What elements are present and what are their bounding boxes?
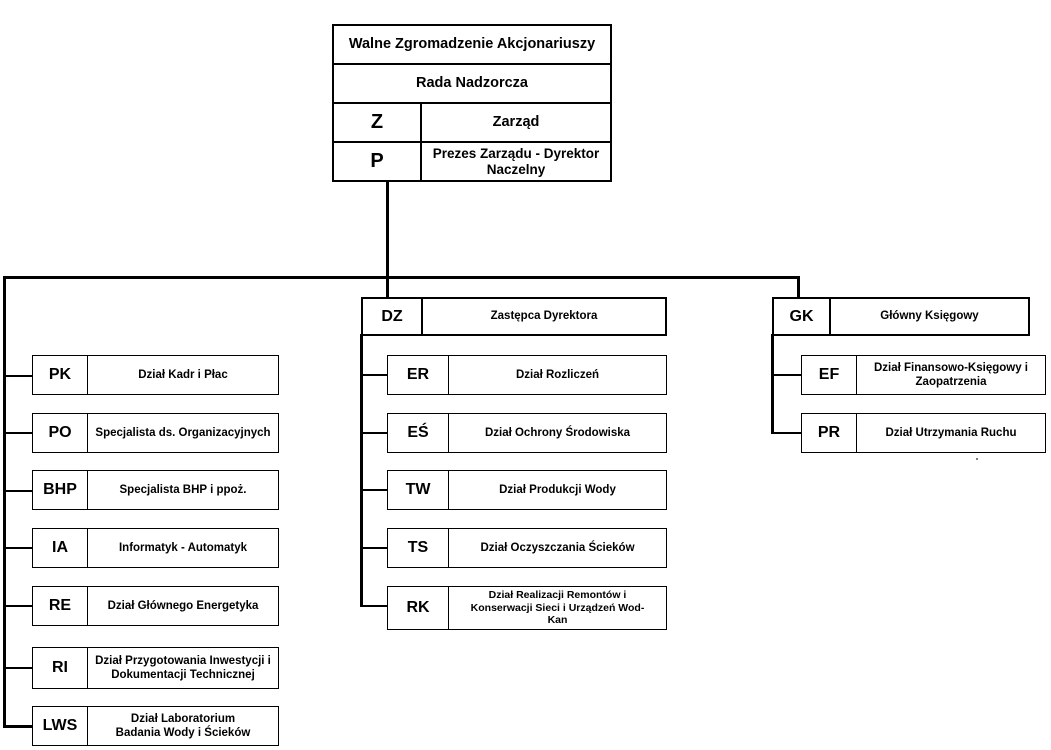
unit-bhp-code-box: BHP xyxy=(32,470,88,510)
unit-po-name-box: Specjalista ds. Organizacyjnych xyxy=(87,413,279,453)
unit-ri-code: RI xyxy=(52,659,68,676)
unit-po-code: PO xyxy=(48,424,72,441)
president-name: Prezes Zarządu - Dyrektor Naczelny xyxy=(432,145,600,177)
branch-gk-pr xyxy=(771,432,801,434)
general-assembly-label: Walne Zgromadzenie Akcjonariuszy xyxy=(348,36,596,53)
connector-gk-vertical xyxy=(771,334,774,434)
unit-re-code-box: RE xyxy=(32,586,88,626)
branch-left-bhp xyxy=(3,490,32,492)
unit-er-code-box: ER xyxy=(387,355,449,395)
unit-pk-name: Dział Kadr i Płac xyxy=(138,368,228,381)
chief-accountant-name: Główny Księgowy xyxy=(880,310,979,323)
unit-es-name-box: Dział Ochrony Środowiska xyxy=(448,413,667,453)
branch-left-ia xyxy=(3,547,32,549)
unit-ef-name-box: Dział Finansowo-Księgowy i Zaopatrzenia xyxy=(856,355,1046,395)
unit-tw-code-box: TW xyxy=(387,470,449,510)
unit-rk-code-box: RK xyxy=(387,586,449,630)
unit-rk-code: RK xyxy=(406,599,430,616)
unit-ia-name-box: Informatyk - Automatyk xyxy=(87,528,279,568)
unit-ts-code-box: TS xyxy=(387,528,449,568)
connector-gk-drop xyxy=(797,276,800,298)
unit-pr-name-box: Dział Utrzymania Ruchu xyxy=(856,413,1046,453)
unit-tw-name-box: Dział Produkcji Wody xyxy=(448,470,667,510)
unit-pk-name-box: Dział Kadr i Płac xyxy=(87,355,279,395)
branch-dz-rk xyxy=(360,605,387,607)
branch-left-po xyxy=(3,432,32,434)
unit-pk-code: PK xyxy=(48,366,72,383)
chief-accountant-name-box: Główny Księgowy xyxy=(829,297,1030,336)
board-name: Zarząd xyxy=(492,114,540,131)
unit-ia-name: Informatyk - Automatyk xyxy=(118,541,247,554)
unit-re-name: Dział Głównego Energetyka xyxy=(107,599,259,612)
general-assembly-box: Walne Zgromadzenie Akcjonariuszy xyxy=(332,24,612,65)
unit-re-code: RE xyxy=(48,597,72,614)
branch-dz-tw xyxy=(360,489,387,491)
deputy-director-name: Zastępca Dyrektora xyxy=(490,310,598,323)
unit-ia-code: IA xyxy=(52,539,68,556)
unit-ia-code-box: IA xyxy=(32,528,88,568)
connector-dz-drop xyxy=(386,276,389,298)
unit-ef-code: EF xyxy=(818,366,840,383)
unit-ri-code-box: RI xyxy=(32,647,88,689)
deputy-director-code-box: DZ xyxy=(361,297,423,336)
unit-ri-name: Dział Przygotowania Inwestycji i Dokumen… xyxy=(95,654,271,681)
unit-ef-code-box: EF xyxy=(801,355,857,395)
unit-bhp-name: Specjalista BHP i ppoż. xyxy=(119,483,247,496)
supervisory-board-label: Rada Nadzorcza xyxy=(415,75,528,92)
unit-pr-code: PR xyxy=(817,424,841,441)
unit-ts-name-box: Dział Oczyszczania Ścieków xyxy=(448,528,667,568)
connector-dz-vertical xyxy=(360,334,363,607)
unit-ef-name: Dział Finansowo-Księgowy i Zaopatrzenia xyxy=(874,361,1028,388)
branch-left-pk xyxy=(3,375,32,377)
board-code-box: Z xyxy=(332,102,422,143)
branch-left-ri xyxy=(3,667,32,669)
branch-dz-ts xyxy=(360,547,387,549)
unit-lws-code-box: LWS xyxy=(32,706,88,746)
board-name-box: Zarząd xyxy=(420,102,612,143)
president-name-box: Prezes Zarządu - Dyrektor Naczelny xyxy=(420,141,612,182)
unit-re-name-box: Dział Głównego Energetyka xyxy=(87,586,279,626)
president-code-box: P xyxy=(332,141,422,182)
unit-ts-code: TS xyxy=(407,539,429,556)
unit-es-name: Dział Ochrony Środowiska xyxy=(484,426,631,439)
unit-bhp-code: BHP xyxy=(43,481,77,498)
connector-left-vertical xyxy=(3,276,6,727)
unit-po-code-box: PO xyxy=(32,413,88,453)
unit-lws-name: Dział Laboratorium Badania Wody i Ściekó… xyxy=(115,712,251,739)
branch-dz-er xyxy=(360,374,387,376)
stray-dot xyxy=(976,458,978,460)
unit-tw-code: TW xyxy=(405,481,431,498)
unit-lws-name-box: Dział Laboratorium Badania Wody i Ściekó… xyxy=(87,706,279,746)
deputy-director-name-box: Zastępca Dyrektora xyxy=(421,297,667,336)
unit-lws-code: LWS xyxy=(42,717,78,734)
unit-es-code: EŚ xyxy=(407,424,429,441)
unit-po-name: Specjalista ds. Organizacyjnych xyxy=(95,426,271,439)
chief-accountant-code: GK xyxy=(789,307,814,325)
supervisory-board-box: Rada Nadzorcza xyxy=(332,63,612,104)
unit-er-name-box: Dział Rozliczeń xyxy=(448,355,667,395)
board-code: Z xyxy=(370,111,384,133)
unit-bhp-name-box: Specjalista BHP i ppoż. xyxy=(87,470,279,510)
unit-ts-name: Dział Oczyszczania Ścieków xyxy=(480,541,635,554)
chief-accountant-code-box: GK xyxy=(772,297,831,336)
branch-left-re xyxy=(3,605,32,607)
branch-dz-es xyxy=(360,432,387,434)
unit-es-code-box: EŚ xyxy=(387,413,449,453)
connector-main-vertical xyxy=(386,181,389,278)
unit-rk-name-box: Dział Realizacji Remontów i Konserwacji … xyxy=(448,586,667,630)
unit-tw-name: Dział Produkcji Wody xyxy=(499,483,616,496)
branch-left-lws xyxy=(3,725,32,728)
unit-er-name: Dział Rozliczeń xyxy=(515,368,600,381)
branch-gk-ef xyxy=(771,374,801,376)
connector-main-horizontal xyxy=(3,276,799,279)
unit-rk-name: Dział Realizacji Remontów i Konserwacji … xyxy=(470,589,645,627)
unit-ri-name-box: Dział Przygotowania Inwestycji i Dokumen… xyxy=(87,647,279,689)
unit-pr-name: Dział Utrzymania Ruchu xyxy=(885,426,1017,439)
president-code: P xyxy=(370,150,384,172)
unit-er-code: ER xyxy=(406,366,430,383)
unit-pk-code-box: PK xyxy=(32,355,88,395)
deputy-director-code: DZ xyxy=(381,307,403,325)
unit-pr-code-box: PR xyxy=(801,413,857,453)
